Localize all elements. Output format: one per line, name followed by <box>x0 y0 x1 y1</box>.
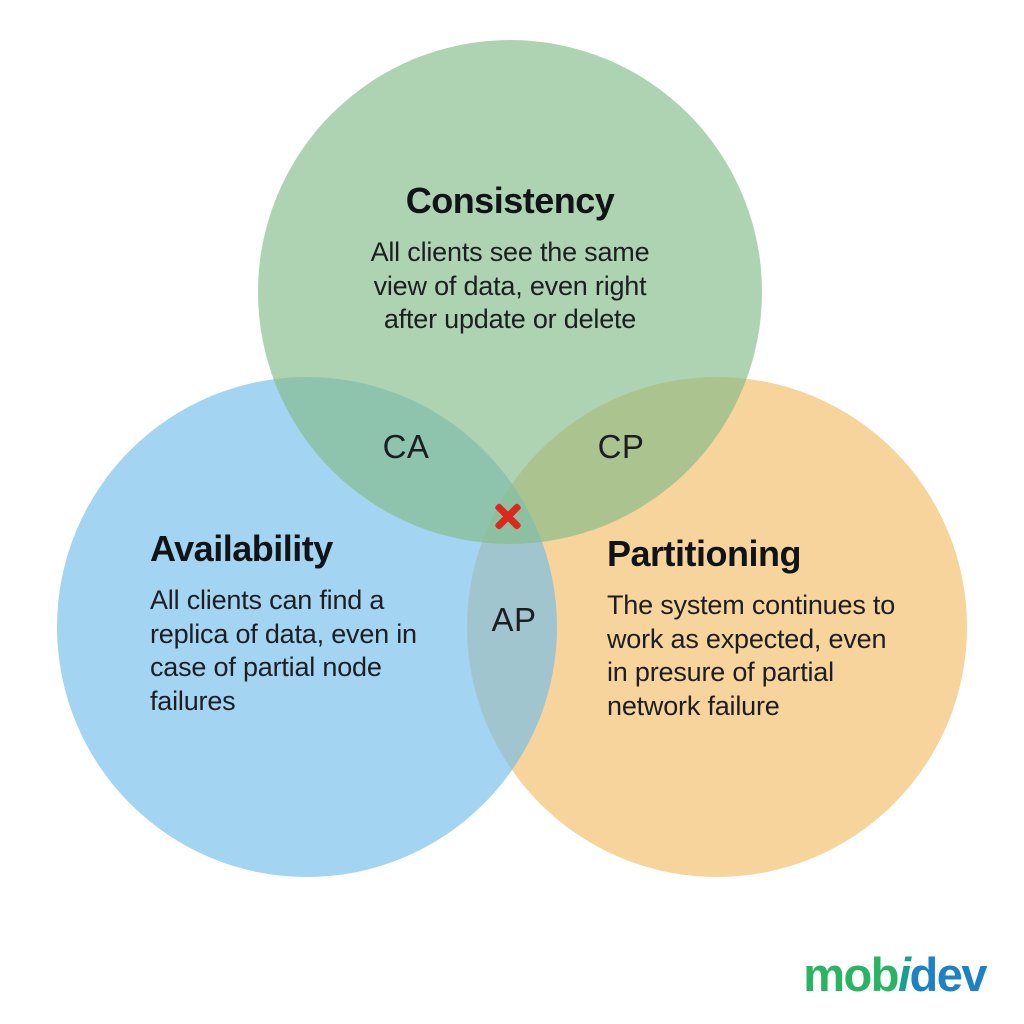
consistency-description-line: after update or delete <box>383 304 637 335</box>
logo-part-i: i <box>897 948 911 1001</box>
consistency-title: Consistency <box>405 180 615 221</box>
intersection-label-ap: AP <box>491 601 537 638</box>
partitioning-description-line: work as expected, even <box>607 623 887 654</box>
center-x-marker <box>493 501 523 531</box>
availability-description-line: failures <box>150 685 236 716</box>
intersection-label-ca: CA <box>382 428 430 465</box>
partitioning-description-line: network failure <box>607 690 780 721</box>
partitioning-description-line: The system continues to <box>607 590 896 621</box>
mobidev-logo: mobidev <box>803 948 988 1001</box>
logo-part-mob: mob <box>803 948 899 1001</box>
partitioning-text-block: Partitioning The system continues to wor… <box>607 533 947 723</box>
consistency-description-line: view of data, even right <box>373 270 647 301</box>
availability-title: Availability <box>150 528 333 569</box>
availability-description-line: All clients can find a <box>150 585 385 616</box>
logo-part-dev: dev <box>909 948 988 1001</box>
intersection-label-cp: CP <box>597 428 645 465</box>
availability-text-block: Availability All clients can find a repl… <box>150 528 460 718</box>
consistency-text-block: Consistency All clients see the same vie… <box>300 180 720 337</box>
venn-circle-consistency <box>258 40 762 544</box>
partitioning-description-line: in presure of partial <box>607 657 834 688</box>
availability-description-line: case of partial node <box>150 652 382 683</box>
availability-description-line: replica of data, even in <box>150 618 417 649</box>
partitioning-title: Partitioning <box>607 533 802 574</box>
consistency-description-line: All clients see the same <box>370 237 650 268</box>
